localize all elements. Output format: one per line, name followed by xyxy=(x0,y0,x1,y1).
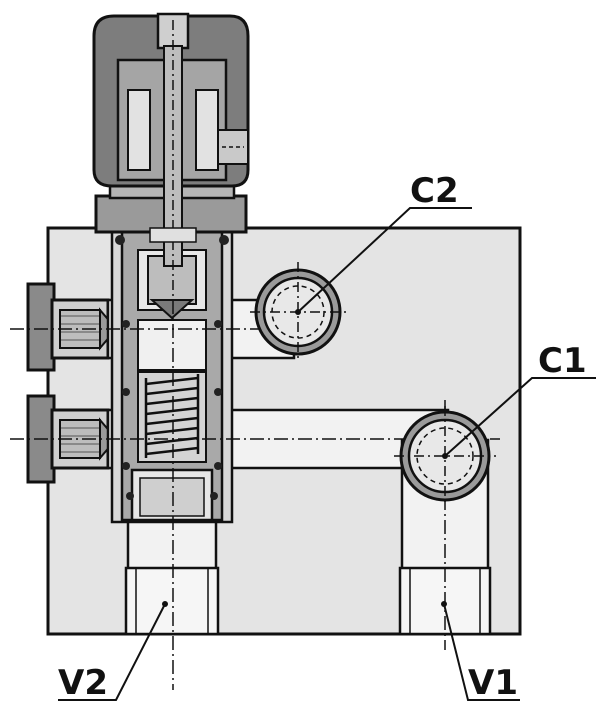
v2-label: V2 xyxy=(58,663,108,703)
adjusting-screw xyxy=(149,12,197,300)
c2-label: C2 xyxy=(410,171,459,211)
o-rings xyxy=(115,235,229,500)
leader-lines xyxy=(58,207,596,701)
spring xyxy=(144,374,200,458)
v2-port-bore xyxy=(124,518,220,636)
cartridge-body xyxy=(120,230,224,522)
v1-label: V1 xyxy=(468,663,518,703)
c1-label: C1 xyxy=(538,341,587,381)
